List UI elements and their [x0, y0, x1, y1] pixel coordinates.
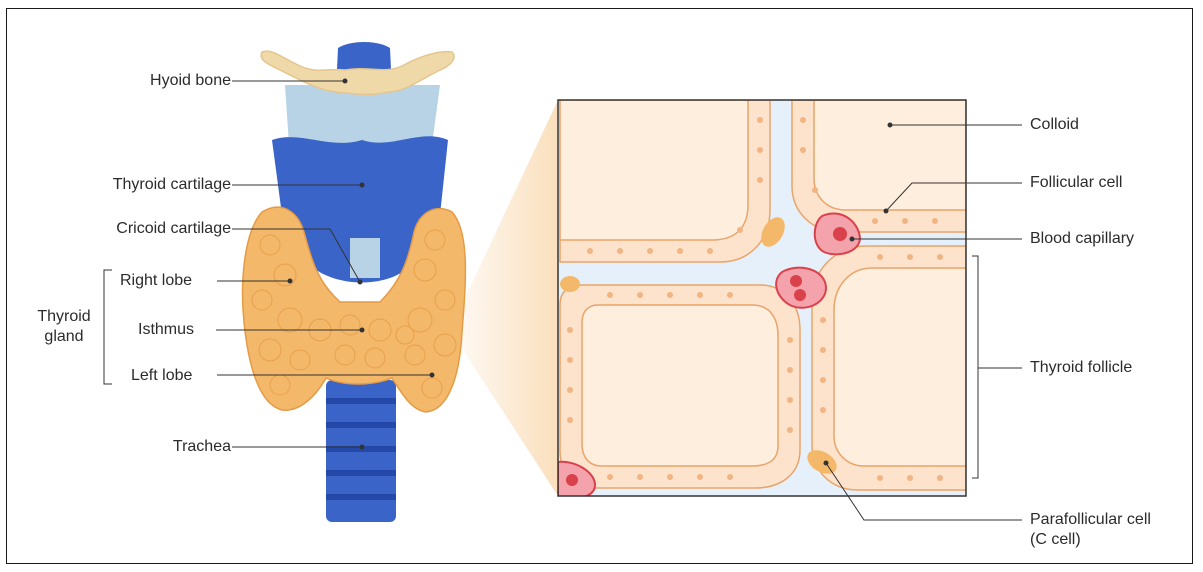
label-hyoid-bone: Hyoid bone: [150, 71, 231, 91]
label-thyroid-gland-line1: Thyroid: [26, 307, 102, 327]
label-parafollicular-cell: Parafollicular cell (C cell): [1030, 510, 1151, 550]
label-colloid: Colloid: [1030, 115, 1079, 135]
label-thyroid-gland-line2: gland: [26, 327, 102, 347]
label-blood-capillary: Blood capillary: [1030, 229, 1134, 249]
label-parafollicular-line1: Parafollicular cell: [1030, 510, 1151, 530]
label-trachea: Trachea: [173, 437, 231, 457]
label-left-lobe: Left lobe: [131, 366, 192, 386]
label-right-lobe: Right lobe: [120, 271, 192, 291]
label-thyroid-gland: Thyroid gland: [26, 307, 102, 347]
follicle-panel: [558, 100, 966, 500]
zoom-cone: [450, 100, 558, 496]
label-follicular-cell: Follicular cell: [1030, 173, 1122, 193]
parafollicular-cell-shape: [560, 276, 580, 292]
label-cricoid-cartilage: Cricoid cartilage: [116, 219, 231, 239]
label-isthmus: Isthmus: [138, 320, 194, 340]
label-thyroid-follicle: Thyroid follicle: [1030, 358, 1132, 378]
blood-capillary-shape: [776, 268, 826, 308]
label-parafollicular-line2: (C cell): [1030, 530, 1151, 550]
label-thyroid-cartilage: Thyroid cartilage: [113, 175, 231, 195]
trachea-shape: [326, 380, 396, 522]
